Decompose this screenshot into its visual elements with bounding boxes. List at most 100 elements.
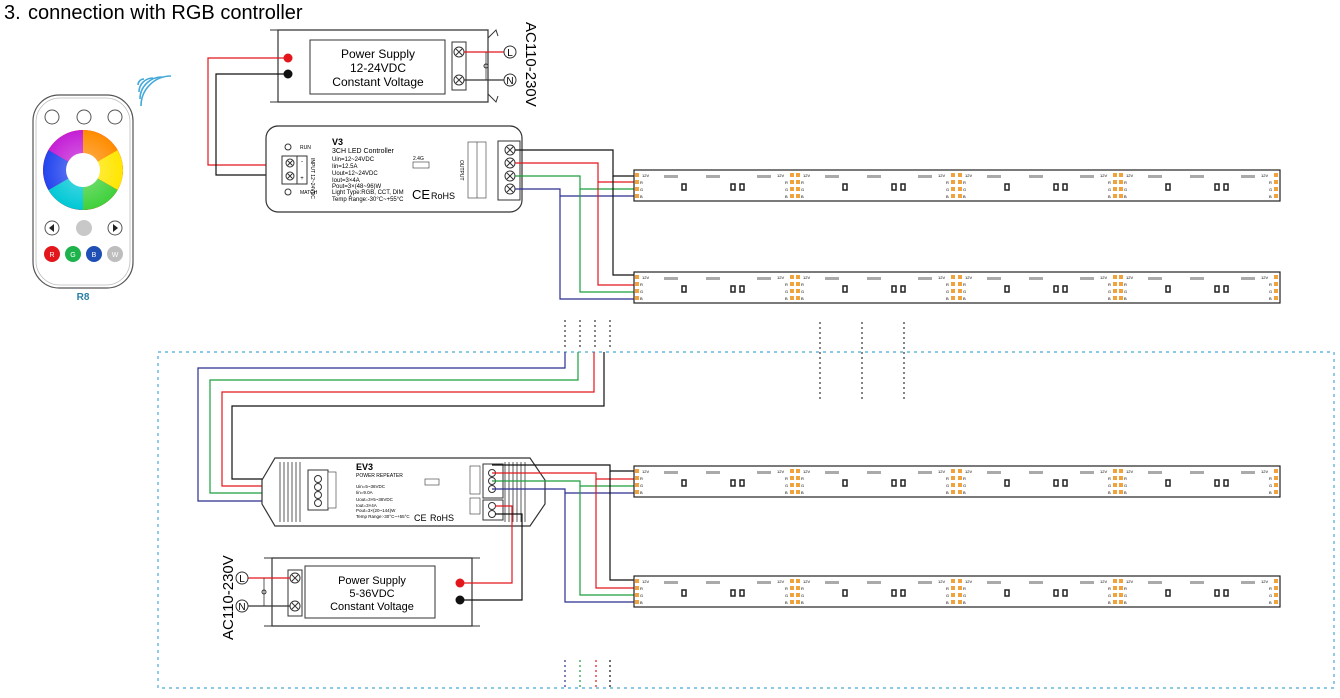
controller-spec: Pout=3×(48~96)W	[332, 184, 382, 190]
psu-top-line3: Constant Voltage	[332, 75, 424, 89]
strip-pin-label: G	[963, 483, 966, 488]
strip-pin-label: G	[1124, 483, 1127, 488]
strip-12v-label: 12V	[938, 173, 945, 178]
color-button-b[interactable]	[86, 246, 102, 262]
strip-12v-label: 12V	[803, 173, 810, 178]
strip-pin-label: B	[1108, 490, 1111, 495]
psu-bottom-line2: 5-36VDC	[349, 588, 394, 600]
repeater-spec: Uout=3×5~36VDC	[356, 497, 394, 502]
strip-pin-label: G	[785, 593, 788, 598]
controller-model: V3	[332, 137, 343, 147]
strip-pin-label: G	[946, 289, 949, 294]
strip-pin-label: B	[1269, 490, 1272, 495]
led-strip: 12VRGB12VRGB12VRGB12VRGB12VRGB12VRGB12VR…	[633, 575, 1281, 608]
color-button-r[interactable]	[44, 246, 60, 262]
live-terminal-icon	[503, 45, 517, 59]
strip-pin-label: B	[785, 600, 788, 605]
strip-12v-label: 12V	[1261, 173, 1268, 178]
controller-run-label: RUN	[300, 145, 311, 151]
strip-pin-label: G	[1124, 289, 1127, 294]
power-button[interactable]	[76, 220, 92, 236]
repeater-ce-mark: CE	[414, 513, 427, 523]
strip-pin-label: G	[1124, 187, 1127, 192]
strip-pin-label: R	[640, 476, 643, 481]
color-button-label: W	[112, 252, 119, 259]
strip-pin-label: R	[1124, 476, 1127, 481]
save-icon[interactable]	[107, 109, 123, 125]
led-strip: 12VRGB12VRGB12VRGB12VRGB12VRGB12VRGB12VR…	[633, 465, 1281, 498]
controller-v3: - + INPUT 12~24VDC RUN MATCH V3 3CH LED …	[265, 125, 523, 213]
strip-pin-label: R	[1108, 586, 1111, 591]
controller-spec: Light Type:RGB, CCT, DIM	[332, 190, 404, 196]
strip-pin-label: G	[785, 187, 788, 192]
strip-pin-label: R	[801, 586, 804, 591]
strip-pin-label: R	[946, 180, 949, 185]
repeater-ev3: EV3 POWER REPEATER Uin=5~36VDCIin=9.0AUo…	[261, 457, 546, 527]
strip-12v-label: 12V	[965, 173, 972, 178]
strip-pin-label: B	[963, 490, 966, 495]
strip-pin-label: G	[1269, 483, 1272, 488]
wireless-signal-icon	[137, 75, 172, 107]
strip-pin-label: B	[785, 194, 788, 199]
strip-pin-label: R	[801, 180, 804, 185]
speed-icon[interactable]	[76, 109, 92, 125]
strip-pin-label: B	[963, 194, 966, 199]
strip-pin-label: G	[1108, 289, 1111, 294]
power-icon[interactable]	[44, 109, 60, 125]
strip-pin-label: R	[963, 282, 966, 287]
strip-pin-label: B	[1108, 296, 1111, 301]
strip-12v-label: 12V	[1261, 275, 1268, 280]
strip-pin-label: G	[640, 187, 643, 192]
strip-pin-label: G	[801, 289, 804, 294]
strip-12v-label: 12V	[938, 275, 945, 280]
strip-pin-label: G	[963, 187, 966, 192]
strip-12v-label: 12V	[1261, 579, 1268, 584]
strip-pin-label: B	[640, 296, 643, 301]
strip-pin-label: R	[785, 476, 788, 481]
strip-12v-label: 12V	[777, 579, 784, 584]
led-strip: 12VRGB12VRGB12VRGB12VRGB12VRGB12VRGB12VR…	[633, 271, 1281, 304]
color-button-label: B	[92, 252, 97, 259]
strip-pin-label: R	[1269, 476, 1272, 481]
strip-pin-label: B	[963, 600, 966, 605]
section-number: 3.	[4, 2, 21, 24]
color-wheel[interactable]	[43, 130, 123, 210]
strip-pin-label: G	[1124, 593, 1127, 598]
color-button-label: R	[49, 252, 54, 259]
strip-pin-label: R	[785, 586, 788, 591]
strip-12v-label: 12V	[1100, 173, 1107, 178]
strip-pin-label: R	[963, 586, 966, 591]
strip-12v-label: 12V	[1126, 275, 1133, 280]
controller-spec: Iout=3×4A	[332, 178, 360, 184]
strip-pin-label: R	[640, 180, 643, 185]
psu-top-live-label: L	[507, 48, 513, 59]
strip-12v-label: 12V	[938, 469, 945, 474]
strip-pin-label: R	[1269, 180, 1272, 185]
strip-12v-label: 12V	[642, 173, 649, 178]
strip-12v-label: 12V	[1100, 469, 1107, 474]
strip-pin-label: R	[1124, 180, 1127, 185]
strip-12v-label: 12V	[803, 275, 810, 280]
color-button-w[interactable]	[107, 246, 123, 262]
section-title: connection with RGB controller	[28, 2, 303, 24]
strip-pin-label: G	[1108, 593, 1111, 598]
strip-pin-label: R	[946, 282, 949, 287]
strip-pin-label: B	[946, 490, 949, 495]
color-button-g[interactable]	[65, 246, 81, 262]
repeater-spec: Iout=3×4A	[356, 503, 377, 508]
strip-pin-label: R	[1269, 282, 1272, 287]
strip-pin-label: R	[1108, 180, 1111, 185]
strip-12v-label: 12V	[803, 469, 810, 474]
controller-rohs-mark: RoHS	[431, 191, 455, 201]
strip-pin-label: B	[1269, 194, 1272, 199]
strip-pin-label: R	[1124, 586, 1127, 591]
strip-pin-label: B	[1108, 600, 1111, 605]
